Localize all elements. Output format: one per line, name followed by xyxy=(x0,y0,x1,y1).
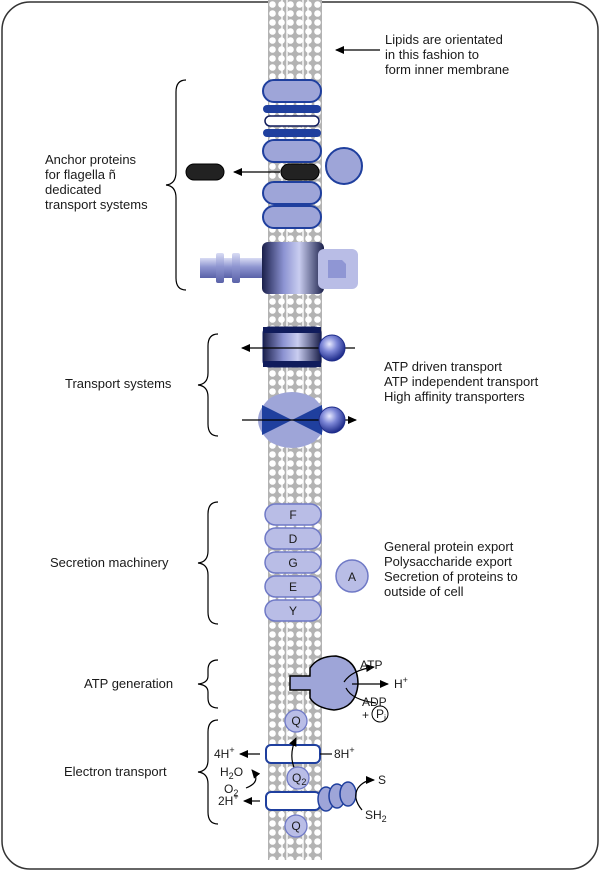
transport-note-1: ATP driven transport xyxy=(384,359,502,374)
secretion-bracket xyxy=(197,501,219,625)
anchor-protein-stack xyxy=(262,79,322,229)
hydrogenase-complex xyxy=(317,781,357,812)
sulfur-arrow xyxy=(355,776,375,811)
atp-label: ATP generation xyxy=(84,676,173,691)
atp-driven-transporter xyxy=(262,326,322,368)
secretion-unit-d: D xyxy=(289,532,298,546)
atp-bracket xyxy=(197,659,219,709)
transport-label: Transport systems xyxy=(65,376,172,391)
lipid-note-line-2: in this fashion to xyxy=(385,47,479,62)
h2s-text: SH2 xyxy=(365,808,387,824)
secretion-unit-f: F xyxy=(289,508,296,522)
secretion-note-4: outside of cell xyxy=(384,584,464,599)
lipid-note-line-3: form inner membrane xyxy=(385,62,509,77)
transport-note-2: ATP independent transport xyxy=(384,374,539,389)
oxygen-reduction-arrow xyxy=(245,769,261,789)
anchor-label-line-4: transport systems xyxy=(45,197,148,212)
pi-circle xyxy=(371,705,389,723)
sulfur-text: S xyxy=(378,773,386,787)
secretion-note-1: General protein export xyxy=(384,539,514,554)
adp-text: ADP xyxy=(362,695,387,709)
eight-h-text: 8H+ xyxy=(334,745,355,761)
atp-text: ATP xyxy=(360,658,382,672)
quinone-top xyxy=(284,709,308,733)
secretion-side-unit-a: A xyxy=(348,570,356,584)
secretion-label: Secretion machinery xyxy=(50,555,169,570)
quinone-middle-label: Q2 xyxy=(292,771,306,787)
quinone-bottom-label: Q xyxy=(291,819,300,833)
anchor-label-line-2: for flagella ñ xyxy=(45,167,116,182)
secretion-note-3: Secretion of proteins to xyxy=(384,569,518,584)
anchor-side-protein xyxy=(325,147,363,185)
anchor-bracket xyxy=(165,79,187,291)
lipid-note-line-1: Lipids are orientated xyxy=(385,32,503,47)
secretion-side-protein xyxy=(335,559,369,593)
oxygen-text: O2 xyxy=(224,782,238,798)
anchor-label-line-3: dedicated xyxy=(45,182,101,197)
adp-arrow xyxy=(345,687,377,704)
electron-label: Electron transport xyxy=(64,764,167,779)
anchor-label-line-1: Anchor proteins xyxy=(45,152,137,167)
two-h-text: 2H+ xyxy=(218,792,239,808)
atp-arrow xyxy=(343,664,375,683)
quinone-bottom xyxy=(284,814,308,838)
electron-bracket xyxy=(197,719,219,825)
water-text: H2O xyxy=(220,765,243,781)
transport-ball-lower xyxy=(318,406,346,434)
secretion-unit-g: G xyxy=(288,556,297,570)
secretion-unit-e: E xyxy=(289,580,297,594)
quinone-middle xyxy=(286,766,310,790)
transport-ball-upper xyxy=(318,334,346,362)
pi-text: Pi xyxy=(376,707,386,723)
quinone-top-label: Q xyxy=(291,714,300,728)
transport-bracket xyxy=(197,333,219,437)
pi-plus: + xyxy=(362,708,369,722)
secretion-stack xyxy=(264,503,322,622)
flagellar-motor xyxy=(200,242,358,294)
four-h-text: 4H+ xyxy=(214,745,235,761)
released-anchor-protein xyxy=(185,163,225,181)
secretion-note-2: Polysaccharide export xyxy=(384,554,512,569)
secretion-unit-y: Y xyxy=(289,604,297,618)
proton-h: H+ xyxy=(394,675,408,691)
complex-lower xyxy=(265,791,321,811)
transport-note-3: High affinity transporters xyxy=(384,389,525,404)
